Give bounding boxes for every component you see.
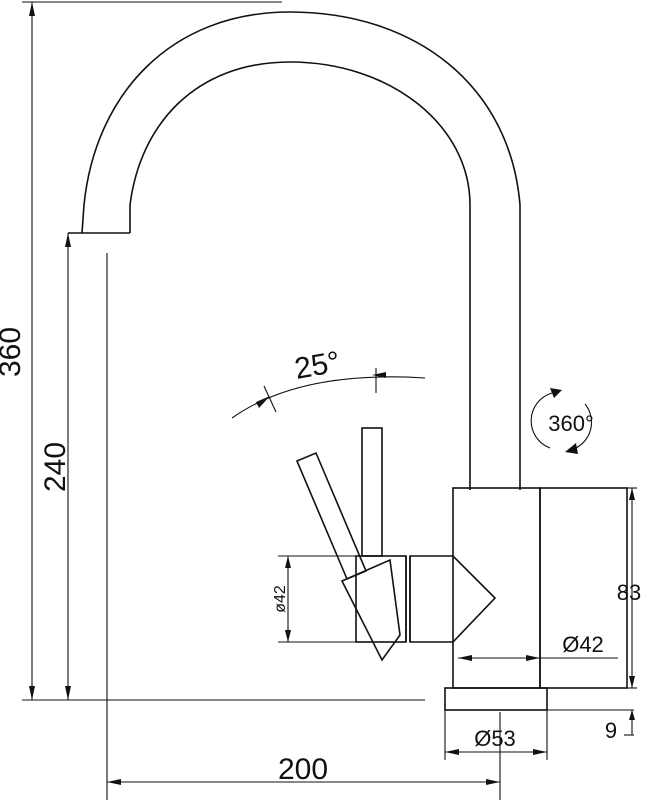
label-base-diameter: Ø53 [474, 726, 516, 751]
label-base-thickness: 9 [605, 718, 617, 743]
spout [68, 11, 521, 490]
label-body-height: 83 [617, 580, 641, 605]
label-body-diameter: Ø42 [562, 632, 604, 657]
label-handle-diameter: ø42 [272, 585, 289, 613]
mixer-cartridge [295, 427, 497, 662]
label-reach: 200 [278, 753, 328, 786]
label-total-height: 360 [0, 327, 27, 377]
dimension-lines [22, 1, 637, 800]
label-swivel: 360° [548, 411, 594, 436]
dimension-labels: 360 240 200 25° 360° ø42 83 Ø42 Ø53 9 [0, 327, 641, 786]
label-spout-height: 240 [39, 442, 72, 492]
label-handle-angle: 25° [292, 345, 342, 385]
base-plate [444, 687, 548, 711]
